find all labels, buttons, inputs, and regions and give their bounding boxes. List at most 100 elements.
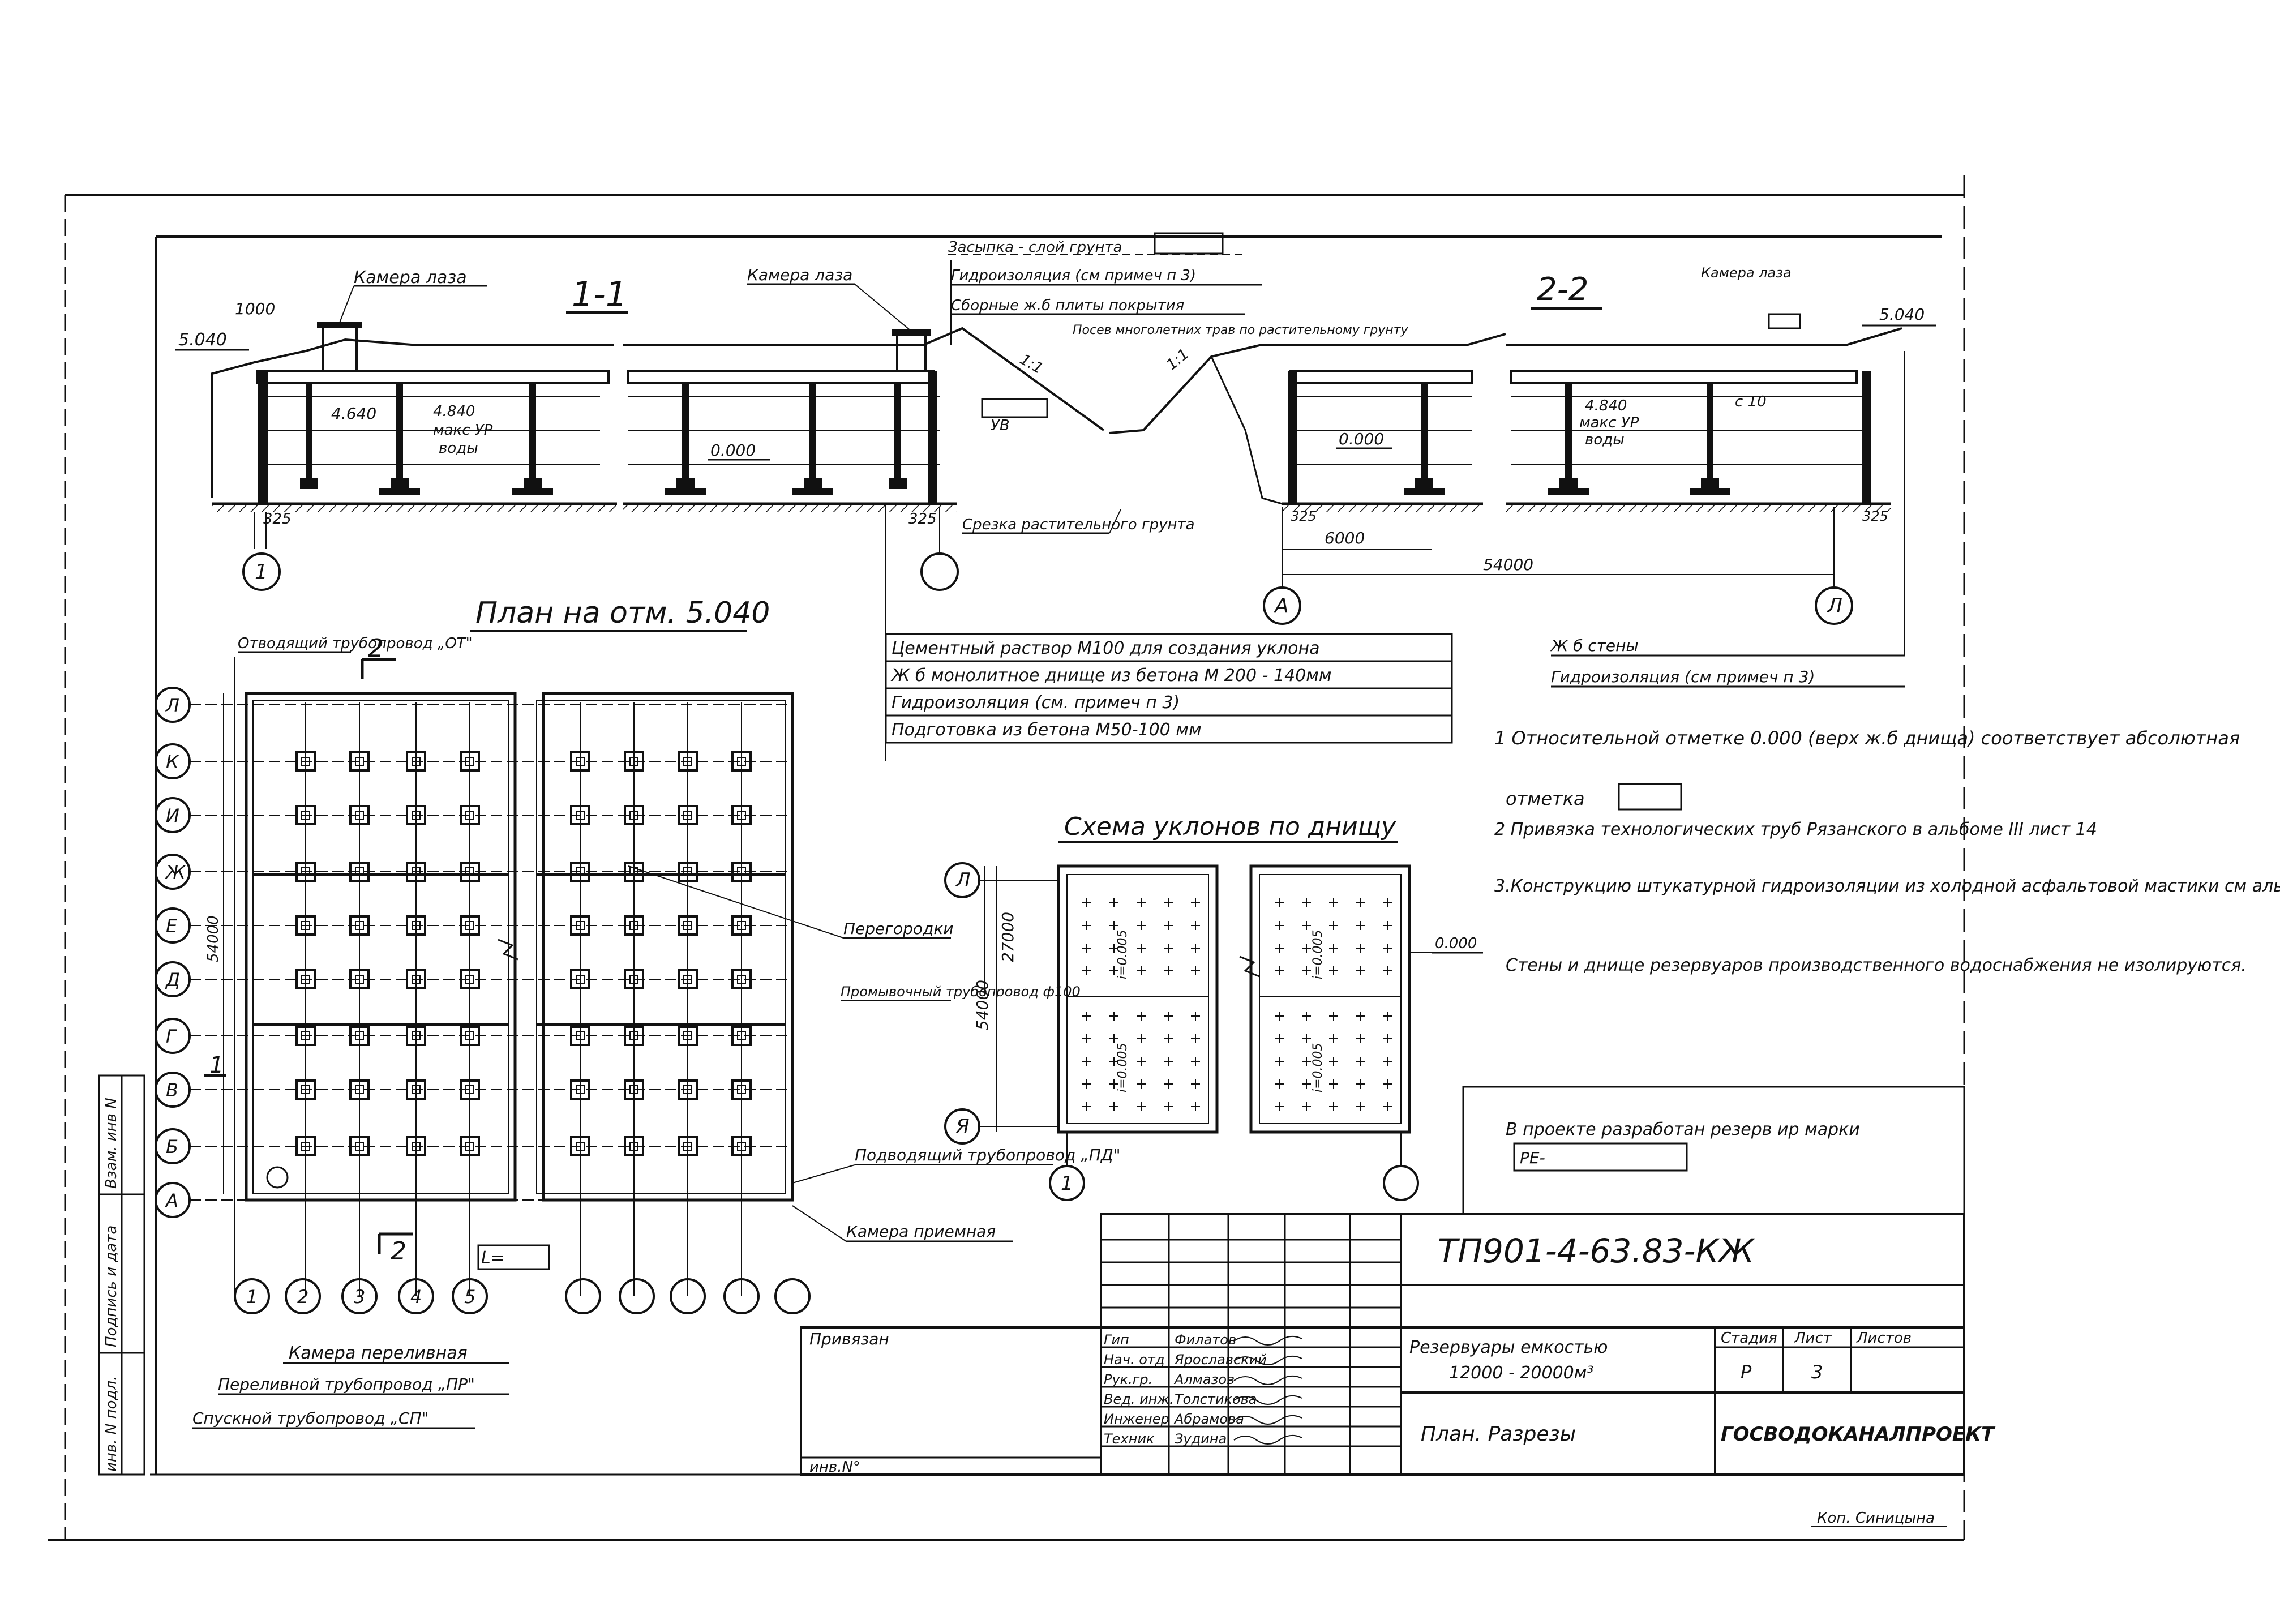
- L-label: L=: [481, 1248, 505, 1268]
- axis-A-section: А: [1274, 594, 1289, 618]
- sheet-name: План. Разрезы: [1421, 1422, 1576, 1446]
- reserve-block: В проекте разработан резерв ир марки РЕ-: [1462, 1086, 1965, 1215]
- kamera-laza-label-1: Камера лаза: [354, 268, 467, 288]
- reserve-box-label: РЕ-: [1520, 1149, 1545, 1167]
- flush-pipe-label: Промывочный трубопровод ф100: [841, 984, 1081, 1000]
- sheets-header: Листов: [1856, 1330, 1912, 1347]
- plan-row-axis-label: Ж: [165, 862, 186, 883]
- outlet-pipe-label: Отводящий трубопровод „ОТ": [238, 635, 473, 652]
- dim-54000-section: 54000: [1483, 555, 1533, 574]
- stage-header: Стадия: [1721, 1330, 1777, 1347]
- plan-col-axis-circle: [619, 1278, 655, 1314]
- section-2-2-top-callout: Камера лаза: [1701, 265, 1792, 281]
- plan-col-axis-circle: [565, 1278, 601, 1314]
- side-stamp-1: инв. N подл.: [103, 1376, 120, 1472]
- organization: ГОСВОДОКАНАЛПРОЕКТ: [1721, 1423, 1996, 1446]
- slope-scheme-title: Схема уклонов по днищу: [1064, 812, 1396, 841]
- layer-2: Ж б монолитное днище из бетона М 200 - 1…: [890, 666, 1331, 685]
- signature-icon: [1233, 1355, 1302, 1365]
- dim-1000: 1000: [235, 299, 275, 318]
- inv-no: инв.N°: [809, 1459, 860, 1476]
- bottom-layers: Цементный раствор М100 для создания укло…: [885, 504, 1453, 761]
- max-level-a: 4.840: [433, 403, 475, 420]
- side-stamp-3: Взам. инв N: [103, 1098, 120, 1189]
- tb-name: Толстикова: [1175, 1391, 1257, 1407]
- notes: 1 Относительной отметке 0.000 (верх ж.б …: [1494, 727, 2280, 975]
- sheet-header: Лист: [1794, 1330, 1832, 1347]
- slope-b: i=0.005: [1116, 1043, 1130, 1092]
- layer-1: Цементный раствор М100 для создания укло…: [892, 639, 1319, 658]
- max-level-c: воды: [439, 440, 478, 457]
- tb-name: Абрамова: [1173, 1411, 1244, 1427]
- callout-strip: Срезка растительного грунта: [962, 516, 1195, 533]
- plan-row-axis-label: Е: [166, 915, 178, 937]
- water-level-box: УВ: [991, 417, 1010, 434]
- max-level-a-2: макс УР: [1579, 414, 1639, 431]
- drain-pipe-label: Спускной трубопровод „СП": [192, 1409, 428, 1428]
- dim-325-2a: 325: [1291, 508, 1317, 524]
- plan-col-axis-label: 3: [354, 1286, 365, 1308]
- dim-6000: 6000: [1325, 529, 1365, 547]
- stage-value: Р: [1741, 1361, 1752, 1383]
- dim-325-left: 325: [263, 511, 292, 528]
- callout-slabs: Сборные ж.б плиты покрытия: [951, 297, 1184, 314]
- callout-backfill: Засыпка - слой грунта: [948, 239, 1122, 256]
- slope-scheme: Схема уклонов по днищу i=0.005 i=0.005 i…: [944, 812, 1483, 1201]
- plan-row-axis-label: Д: [165, 969, 180, 991]
- section-2-2-title: 2-2: [1537, 271, 1588, 308]
- elev-0000-1-1: 0.000: [710, 441, 756, 460]
- plan-col-axis-circle: [341, 1278, 378, 1314]
- plan-col-axis-circle: [234, 1278, 270, 1314]
- callout-waterproof: Гидроизоляция (см примеч п 3): [951, 267, 1196, 284]
- plan-title: План на отм. 5.040: [475, 596, 770, 630]
- signature-icon: [1233, 1415, 1302, 1425]
- note-1: 1 Относительной отметке 0.000 (верх ж.б …: [1494, 727, 2240, 749]
- doc-code: ТП901-4-63.83-КЖ: [1438, 1232, 1756, 1270]
- tb-role: Рук.гр.: [1104, 1372, 1152, 1387]
- tb-role: Вед. инж.: [1104, 1391, 1174, 1407]
- plan-row-axis-label: Б: [166, 1136, 178, 1158]
- tb-role: Инженер: [1104, 1411, 1169, 1427]
- tb-role: Нач. отд: [1104, 1352, 1164, 1368]
- slope-label-2: 1:1: [1163, 345, 1192, 374]
- tb-role: Гип: [1104, 1332, 1129, 1348]
- note-2: 2 Привязка технологических труб Рязанско…: [1494, 820, 2097, 839]
- slope-dim-54000: 54000: [973, 980, 992, 1030]
- callout-wall-waterproof: Гидроизоляция (см примеч п 3): [1551, 667, 1815, 686]
- note-1b: отметка: [1506, 788, 1585, 809]
- plan-row-axis-label: Л: [165, 695, 179, 716]
- plan-col-axis-circle: [398, 1278, 434, 1314]
- plan-row-axis-label: К: [166, 751, 179, 773]
- slope-dim-27000: 27000: [998, 912, 1017, 962]
- slope-axis-A: Я: [955, 1115, 970, 1138]
- elev-4640: 4.640: [331, 404, 376, 423]
- slope-axis-L: Л: [955, 869, 971, 892]
- section-1-1-title: 1-1: [572, 275, 627, 314]
- callout-perennial: Посев многолетних трав по растительному …: [1073, 323, 1408, 337]
- callout-wall: Ж б стены: [1550, 636, 1639, 655]
- signature-icon: [1233, 1434, 1302, 1445]
- plan-col-axis-label: 1: [246, 1286, 258, 1308]
- signature-icon: [1233, 1375, 1302, 1385]
- note-4: Стены и днище резервуаров производственн…: [1506, 955, 2247, 975]
- layer-4: Подготовка из бетона М50-100 мм: [892, 720, 1202, 740]
- signature-icon: [1233, 1395, 1302, 1405]
- elev-4840-right: 4.840: [1585, 397, 1627, 414]
- plan-col-axis-circle: [723, 1278, 760, 1314]
- sheet-value: 3: [1811, 1361, 1823, 1383]
- slope-c: i=0.005: [1311, 929, 1325, 979]
- sheet-frame: [48, 175, 1965, 1541]
- tb-name: Алмазов: [1173, 1372, 1235, 1387]
- dim-325-2b: 325: [1862, 508, 1888, 524]
- axis-1-section: 1: [255, 560, 268, 584]
- max-level-b-2: воды: [1585, 431, 1625, 448]
- plan-row-axis-label: И: [166, 805, 179, 826]
- plan-section-2-mark: 2: [391, 1237, 406, 1266]
- slope-d: i=0.005: [1311, 1043, 1325, 1092]
- plan-dim-54000: 54000: [205, 915, 222, 962]
- plan-col-axis-label: 5: [464, 1286, 475, 1308]
- plan-row-axis-label: А: [165, 1190, 178, 1211]
- slope-a: i=0.005: [1116, 929, 1130, 979]
